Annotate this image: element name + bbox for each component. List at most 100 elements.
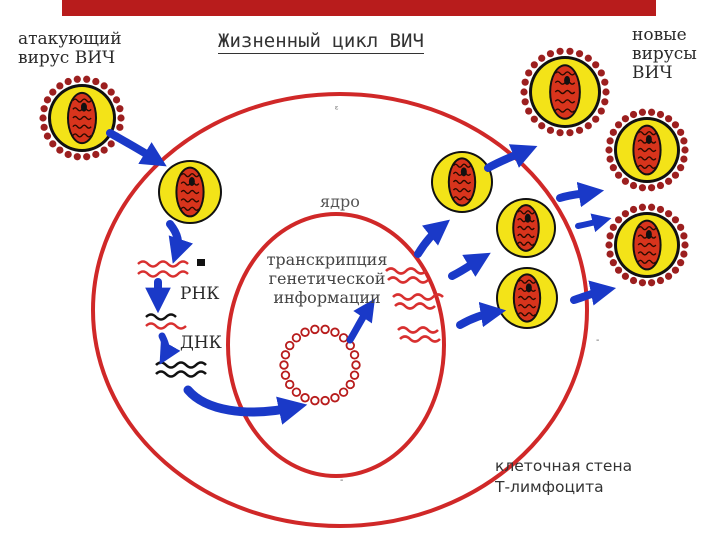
- envelope-spike: [575, 126, 584, 134]
- envelope-spike: [520, 88, 528, 96]
- dna-ring-bead: [300, 327, 310, 337]
- virus-assembling-3: [496, 267, 558, 329]
- envelope-spike: [584, 54, 592, 62]
- envelope-spike: [677, 128, 685, 136]
- dna-ring-bead: [310, 395, 320, 406]
- envelope-spike: [602, 88, 610, 96]
- envelope-spike: [601, 78, 609, 86]
- rna-genome-mark: [525, 283, 532, 293]
- dna-ring-bead: [345, 379, 355, 390]
- virus-entering: [158, 160, 222, 224]
- rna-dna-hybrid: [145, 313, 187, 330]
- envelope-spike: [538, 54, 546, 62]
- envelope-spike: [56, 146, 64, 154]
- envelope-spike: [647, 203, 656, 211]
- rna-copies: [385, 267, 444, 343]
- envelope-spike: [546, 50, 555, 58]
- cell-wall-line2: Т-лимфоцита: [495, 478, 604, 496]
- new-virus-1: [520, 47, 610, 137]
- stray-mark-3: -: [596, 335, 599, 346]
- new-viruses-line2: вирусы: [632, 44, 697, 64]
- envelope-spike: [680, 232, 688, 240]
- envelope-spike: [614, 266, 623, 274]
- envelope-spike: [638, 108, 647, 116]
- envelope-spike: [49, 140, 57, 148]
- envelope-spike: [597, 107, 605, 115]
- envelope-spike: [606, 137, 614, 145]
- envelope-spike: [614, 121, 623, 129]
- envelope-spike: [40, 123, 48, 131]
- transcription-label: транскрипция генетической информации: [248, 250, 406, 307]
- envelope-spike: [609, 164, 617, 172]
- rna-end-marker: [197, 259, 205, 266]
- rna-genome-mark: [645, 134, 652, 144]
- envelope-spike: [614, 171, 623, 179]
- dna-ring-bead: [310, 324, 320, 335]
- envelope-spike: [677, 259, 685, 267]
- envelope-spike: [49, 88, 57, 96]
- envelope-spike: [530, 115, 538, 123]
- envelope-spike: [605, 241, 613, 249]
- dna-ring-bead: [285, 340, 295, 351]
- new-viruses-line3: ВИЧ: [632, 63, 673, 83]
- process-arrows: [106, 129, 617, 425]
- envelope-spike: [521, 98, 529, 106]
- envelope-spike: [671, 216, 680, 224]
- envelope-spike: [671, 171, 680, 179]
- nucleus-label: ядро: [320, 192, 360, 211]
- envelope-spike: [647, 108, 656, 116]
- envelope-spike: [592, 115, 600, 123]
- envelope-spike: [647, 279, 656, 287]
- new-virus-2: [605, 108, 689, 192]
- stray-mark-2: -: [340, 475, 343, 486]
- envelope-spike: [597, 69, 605, 77]
- dna-ring-bead: [285, 379, 295, 390]
- nucleus: [226, 212, 446, 478]
- envelope-spike: [92, 150, 100, 159]
- attacking-virus-label: атакующий вирус ВИЧ: [18, 30, 122, 68]
- rna-genome-mark: [80, 102, 87, 112]
- envelope-spike: [680, 137, 688, 145]
- envelope-spike: [116, 123, 124, 131]
- dna-ring-bead: [338, 387, 349, 397]
- dna-ring-bead: [330, 393, 340, 403]
- envelope-spike: [681, 146, 689, 154]
- envelope-spike: [112, 96, 121, 104]
- envelope-spike: [609, 259, 617, 267]
- envelope-spike: [609, 128, 617, 136]
- new-viruses-label: новые вирусы ВИЧ: [632, 26, 697, 83]
- transcription-line3: информации: [273, 288, 381, 307]
- virus-assembling-2: [496, 198, 556, 258]
- dna-ring-bead: [349, 350, 360, 360]
- slide-header-bar: [62, 0, 656, 16]
- envelope-spike: [525, 69, 533, 77]
- envelope-spike: [43, 132, 52, 140]
- dna-strand: [155, 361, 207, 378]
- envelope-spike: [73, 153, 81, 161]
- envelope-spike: [621, 115, 630, 123]
- envelope-spike: [116, 105, 124, 113]
- envelope-spike: [530, 61, 538, 69]
- envelope-spike: [56, 82, 64, 90]
- envelope-spike: [638, 203, 647, 211]
- envelope-spike: [546, 126, 555, 134]
- envelope-spike: [681, 241, 689, 249]
- envelope-spike: [43, 96, 52, 104]
- envelope-spike: [606, 232, 614, 240]
- envelope-spike: [575, 50, 584, 58]
- envelope-spike: [629, 181, 638, 190]
- envelope-spike: [107, 140, 115, 148]
- envelope-spike: [609, 223, 617, 231]
- envelope-spike: [39, 114, 47, 122]
- rna-genome-mark: [524, 213, 531, 223]
- rna-strand-1: [137, 260, 189, 278]
- envelope-spike: [680, 250, 688, 258]
- envelope-spike: [606, 155, 614, 163]
- dna-ring-bead: [280, 350, 291, 360]
- virus-group: [39, 47, 689, 329]
- envelope-spike: [664, 272, 673, 280]
- envelope-spike: [566, 47, 574, 55]
- dna-label: ДНК: [180, 333, 222, 353]
- rna-genome-mark: [564, 75, 571, 85]
